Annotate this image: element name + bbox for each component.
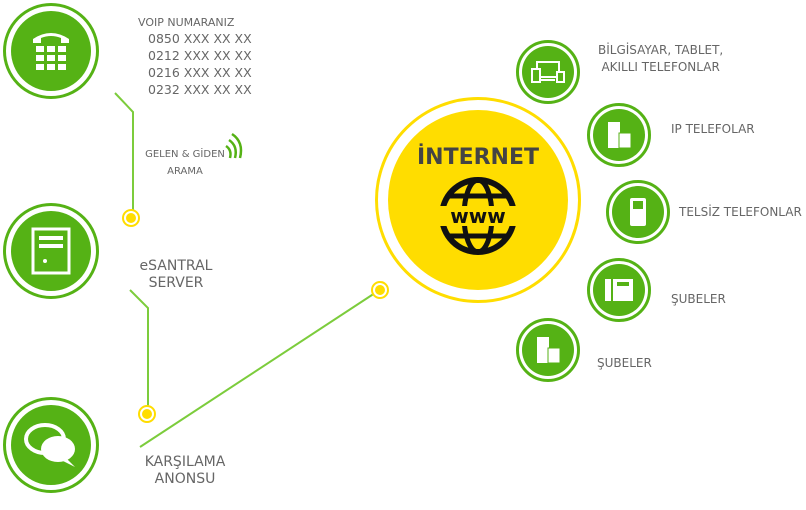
signal-icon [225,132,243,159]
building-icon [522,324,574,376]
device-node-ip-phones [587,103,651,167]
device-label-desk-phone: ŞUBELER [671,292,726,306]
voip-title: VOIP NUMARANIZ [138,16,235,29]
calls-label-line2: ARAMA [167,166,203,177]
server-label-line1: eSANTRAL [139,258,213,274]
greeting-node [3,397,99,493]
globe-text: www [450,204,505,228]
voip-number: 0850 XXX XX XX [148,31,252,46]
voip-phone-node [3,3,99,99]
desk-phone-icon [593,264,645,316]
internet-node: İNTERNET www [375,97,581,303]
device-label-cordless: TELSİZ TELEFONLAR [679,205,802,219]
globe-www-icon: www [438,176,518,255]
phone-icon [11,11,91,91]
voip-number: 0232 XXX XX XX [148,82,252,97]
voip-number: 0216 XXX XX XX [148,65,252,80]
device-label-ip-phones: IP TELEFOLAR [671,122,755,136]
device-node-computers [516,40,580,104]
server-icon [11,211,91,291]
cordless-phone-icon [612,186,664,238]
calls-label-line1: GELEN & GİDEN [145,149,225,160]
building-icon [593,109,645,161]
device-label-line1: BİLGİSAYAR, TABLET, [598,43,724,57]
connector-dots [122,209,389,423]
device-node-desk-phone [587,258,651,322]
device-label-computers: BİLGİSAYAR, TABLET, AKILLI TELEFONLAR [598,42,723,76]
voip-numbers: 0850 XXX XX XX 0212 XXX XX XX 0216 XXX X… [148,30,252,98]
server-node [3,203,99,299]
server-label: eSANTRAL SERVER [128,258,224,292]
devices-icon [522,46,574,98]
device-label-branches: ŞUBELER [597,356,652,370]
server-label-line2: SERVER [148,275,204,291]
greeting-label-line1: KARŞILAMA [144,454,226,470]
chat-bubbles-icon [11,405,91,485]
device-label-line2: AKILLI TELEFONLAR [601,60,720,74]
device-node-branches [516,318,580,382]
greeting-label-line2: ANONSU [154,471,216,487]
greeting-label: KARŞILAMA ANONSU [130,454,240,488]
device-node-cordless [606,180,670,244]
voip-number: 0212 XXX XX XX [148,48,252,63]
internet-title: İNTERNET [416,144,540,170]
calls-label: GELEN & GİDEN ARAMA [140,146,230,180]
